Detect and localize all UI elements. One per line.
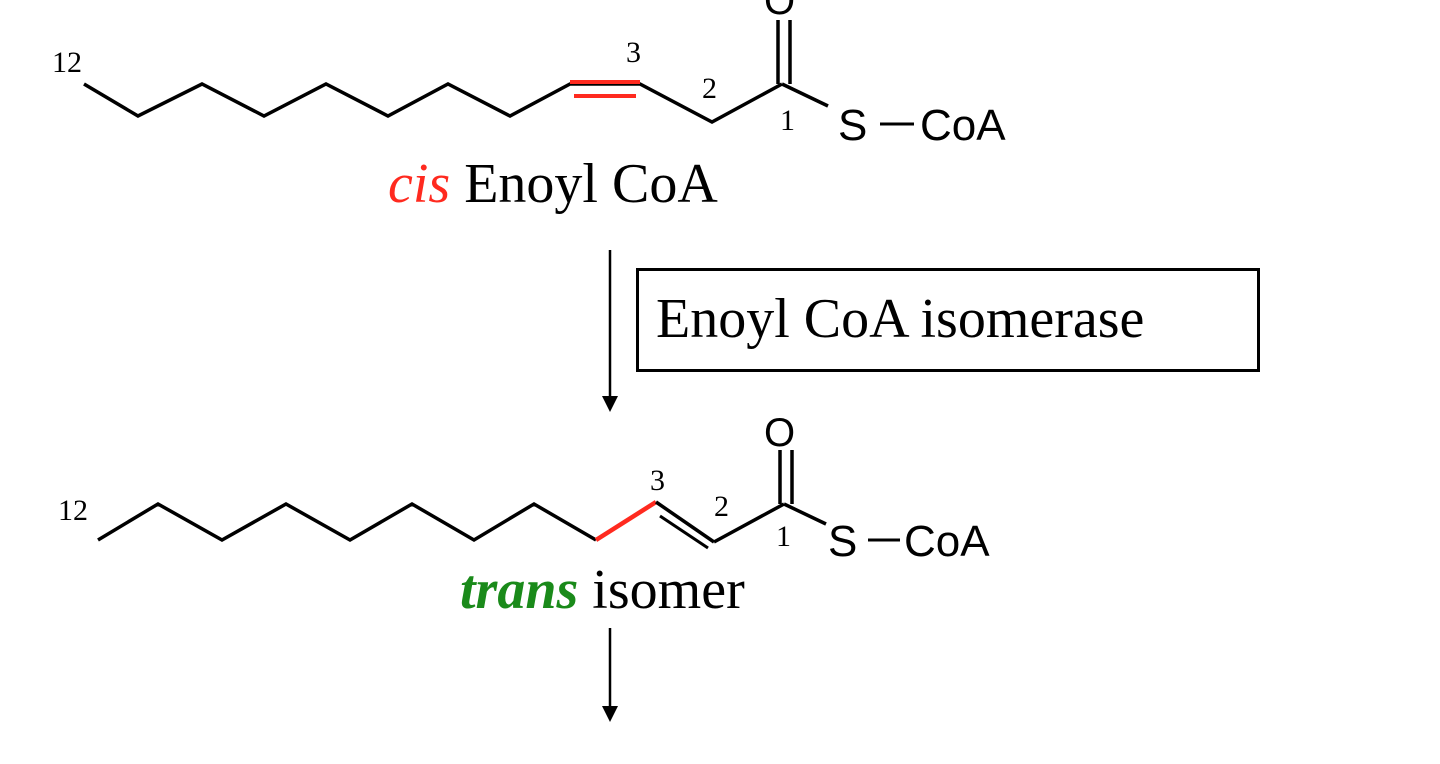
cis-c1-s-bond [781, 82, 829, 108]
trans-isomer-caption: trans isomer [460, 558, 745, 622]
trans-alkyl-chain [97, 501, 597, 543]
cis-enoyl-coa-structure: 12 3 2 1 O S CoA [52, 0, 1006, 150]
cis-oxygen-atom: O [764, 0, 795, 23]
enzyme-box [636, 268, 1260, 372]
trans-c1-s-bond [783, 502, 827, 526]
trans-caption-rest: isomer [578, 559, 745, 621]
reaction-arrow-1 [602, 250, 618, 412]
trans-coa-group: CoA [904, 517, 990, 566]
trans-c2-c1-bond [713, 502, 785, 544]
trans-c3-c2-double-bond-1 [655, 500, 715, 544]
cis-label-3: 3 [626, 36, 641, 69]
cis-coa-group: CoA [920, 101, 1006, 150]
trans-caption-prefix: trans [460, 559, 579, 621]
cis-label-12: 12 [52, 46, 82, 79]
trans-label-12: 12 [58, 494, 88, 527]
trans-label-1: 1 [776, 520, 791, 553]
cis-enoyl-coa-caption: cis Enoyl CoA [388, 152, 718, 216]
enzyme-label: Enoyl CoA isomerase [656, 288, 1145, 350]
trans-isomer-structure: 12 3 2 1 O S CoA [58, 411, 990, 566]
trans-c3-c2-double-bond-2 [659, 514, 709, 550]
trans-c4-c3-highlight-bond [594, 500, 658, 542]
cis-sulfur-atom: S [838, 101, 867, 150]
trans-oxygen-atom: O [764, 411, 795, 455]
cis-caption-prefix: cis [388, 153, 451, 215]
cis-label-2: 2 [702, 72, 717, 105]
cis-caption-rest: Enoyl CoA [450, 153, 718, 215]
reaction-arrow-2 [602, 628, 618, 722]
trans-sulfur-atom: S [828, 517, 857, 566]
trans-label-2: 2 [714, 490, 729, 523]
cis-label-1: 1 [780, 104, 795, 137]
cis-alkyl-chain [83, 82, 783, 124]
trans-label-3: 3 [650, 464, 665, 497]
